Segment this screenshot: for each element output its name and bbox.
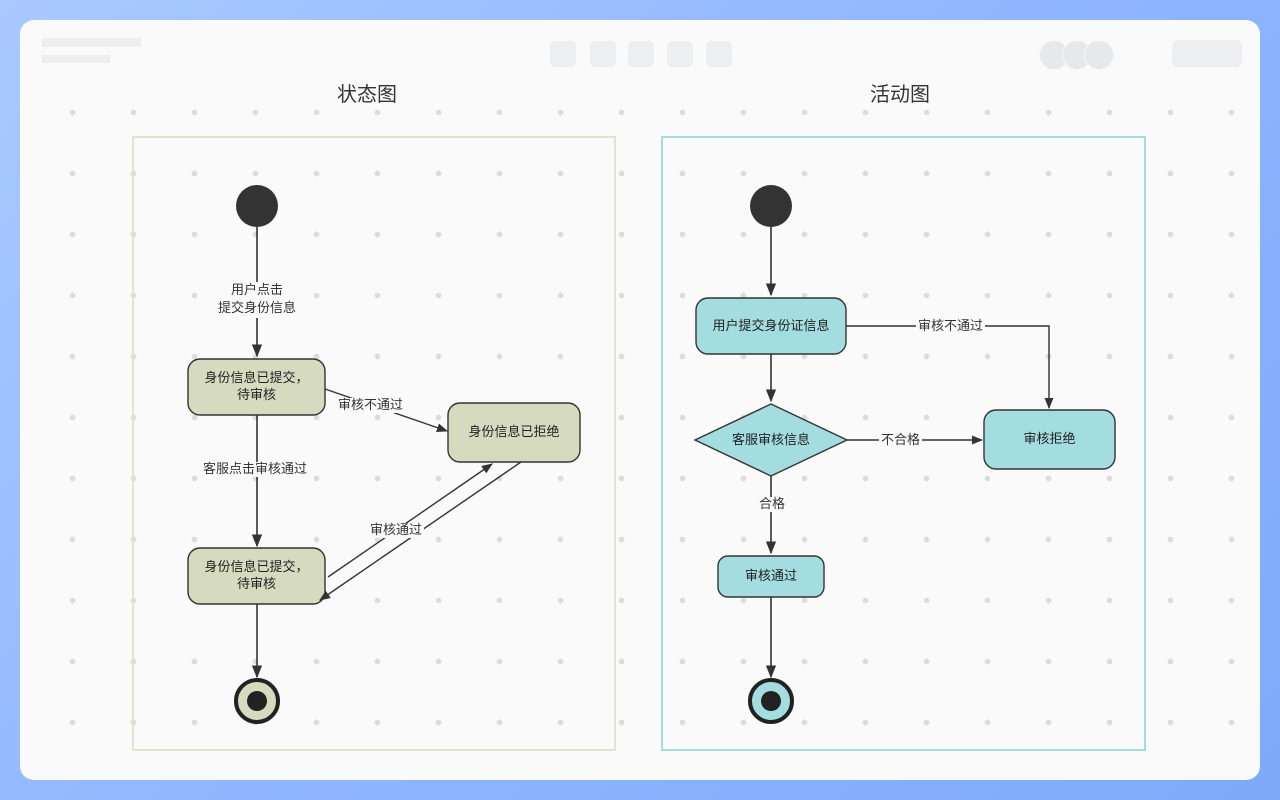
toolbar-button-2[interactable] [590,41,616,67]
edge-label-rejected-pass: 审核通过 [368,522,425,540]
activity-node-reject [983,409,1116,470]
edge-label-text: 不合格 [879,433,923,448]
activity-diagram-title: 活动图 [870,82,930,106]
edge-label-start-submitted: 用户点击 提交身份信息 [197,264,317,318]
edge-label-text: 用户点击 提交身份信息 [215,282,298,318]
state-node-submitted-2-label[interactable]: 身份信息已提交， 待审核 [204,560,309,592]
edge-label-submit-reject: 审核不通过 [916,318,986,336]
toolbar-button-5[interactable] [706,41,732,67]
activity-start-node-icon [750,185,792,227]
edge-label-text: 客服点击审核通过 [201,462,310,477]
edge-label-text: 审核通过 [368,523,425,538]
edge-label-text: 审核不通过 [916,319,986,334]
edge-label-submitted-submitted2: 客服点击审核通过 [201,461,310,479]
edge-label-text: 审核不通过 [336,398,406,413]
state-diagram-frame [132,136,616,751]
toolbar-button-4[interactable] [667,41,693,67]
toolbar-button-1[interactable] [550,41,576,67]
edge-label-submitted-rejected: 审核不通过 [336,397,406,415]
state-diagram-title: 状态图 [337,82,397,106]
share-button[interactable] [1172,40,1242,67]
toolbar-button-3[interactable] [628,41,654,67]
state-node-rejected [447,402,581,463]
activity-diagram-frame [661,136,1146,751]
edge-label-review-pass: 合格 [757,496,788,514]
activity-node-submit-label[interactable]: 用户提交身份证信息 [712,318,830,334]
edge-label-text: 合格 [757,497,788,512]
activity-node-reject-label[interactable]: 审核拒绝 [1023,432,1076,447]
top-toolbar [20,20,1260,82]
state-node-submitted-1-label[interactable]: 身份信息已提交， 待审核 [204,371,309,403]
state-edge-pass-up [327,463,493,578]
title-placeholder [42,38,141,47]
subtitle-placeholder [42,55,110,63]
state-node-rejected-label[interactable]: 身份信息已拒绝 [468,425,560,440]
avatar-3[interactable] [1084,40,1114,70]
activity-node-review-label[interactable]: 客服审核信息 [731,432,810,448]
activity-edge-submit-reject [846,325,1054,410]
state-start-node-icon [236,185,278,227]
activity-node-pass-label[interactable]: 审核通过 [744,569,797,584]
edge-label-review-reject: 不合格 [879,432,923,450]
